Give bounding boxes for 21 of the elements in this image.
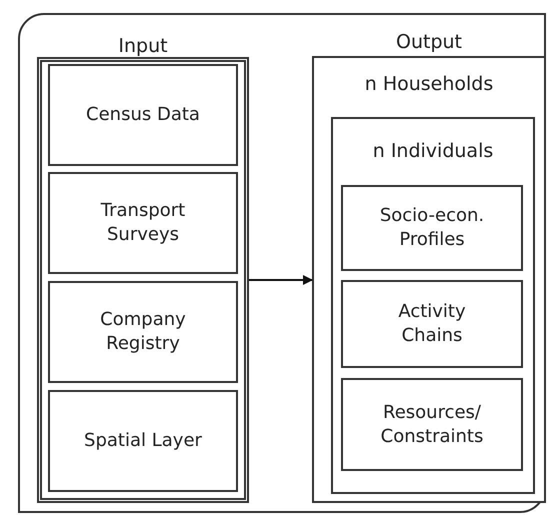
box-label: Transport Surveys (100, 199, 186, 247)
outer-frame (18, 13, 546, 513)
data-box (341, 378, 523, 471)
data-box (48, 64, 238, 166)
box-label: Company Registry (99, 308, 187, 356)
box-label: Activity Chains (397, 300, 467, 348)
arrow (249, 275, 313, 285)
data-box (341, 280, 523, 368)
data-box (48, 281, 238, 383)
box-label: Census Data (85, 103, 201, 127)
box-label: Resources/ Constraints (380, 400, 484, 448)
group-label: n Households (364, 72, 494, 96)
data-box (341, 185, 523, 271)
group-label: n Individuals (372, 139, 494, 163)
data-box (48, 172, 238, 274)
box-label: Spatial Layer (83, 429, 203, 453)
box-label: Socio-econ. Profiles (378, 204, 486, 252)
data-box (48, 390, 238, 492)
group-box (331, 117, 535, 494)
panel-heading: Output (396, 30, 462, 54)
panel-heading: Input (118, 34, 168, 58)
